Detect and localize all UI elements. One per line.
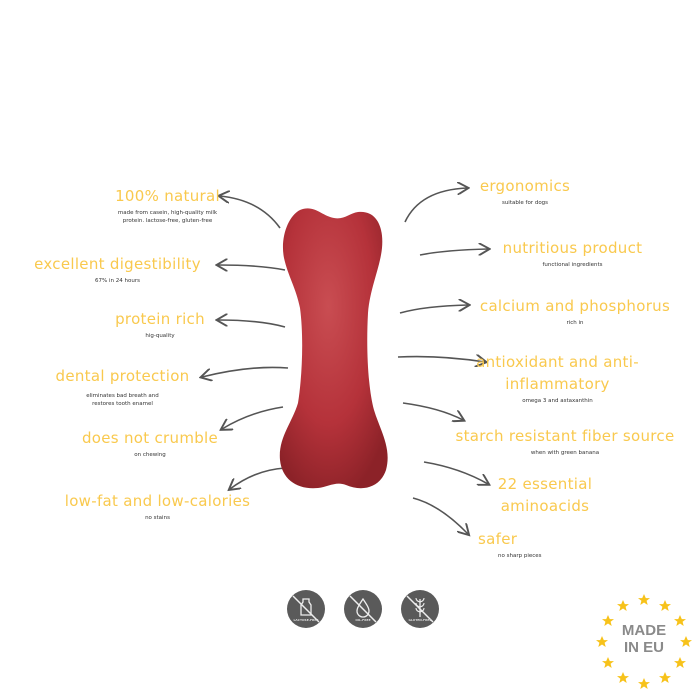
made-in-eu-text: MADE IN EU (594, 622, 694, 656)
oil-drop-crossed-icon (349, 595, 377, 623)
feature-title: dental protection (55, 367, 190, 385)
arrow-starch (402, 402, 463, 420)
feature-subtitle: no sharp pieces (498, 553, 542, 559)
feature-subtitle: on chewing (134, 452, 166, 458)
arrow-nutritious (419, 249, 488, 256)
arrow-aminoacids (423, 461, 488, 484)
free-from-badges: LACTOSE-FREE OIL-FREE GLUTEN-FREE (287, 590, 439, 628)
arrow-ergonomics (404, 188, 467, 223)
wheat-crossed-icon (406, 595, 434, 623)
eu-line-2: IN EU (623, 639, 664, 656)
eu-line-1: MADE (621, 622, 667, 639)
feature-protein-rich: protein rich hig-quality (100, 308, 220, 340)
milk-bottle-crossed-icon (292, 595, 320, 623)
arrow-dental (202, 366, 289, 377)
feature-calcium: calcium and phosphorus rich in (470, 295, 680, 327)
feature-subtitle: when with green banana (530, 450, 600, 456)
feature-100-natural: 100% natural made from casein, high-qual… (95, 185, 240, 225)
feature-aminoacids: 22 essential aminoacids (490, 473, 600, 517)
feature-title: antioxidant and anti-inflammatory (476, 353, 639, 393)
feature-title: protein rich (115, 310, 205, 328)
feature-title: 22 essential aminoacids (497, 475, 593, 515)
feature-ergonomics: ergonomics suitable for dogs (470, 175, 580, 207)
feature-subtitle: suitable for dogs (501, 200, 549, 206)
feature-dental-protection: dental protection eliminates bad breath … (40, 365, 205, 408)
arrow-safer (412, 497, 468, 534)
feature-title: calcium and phosphorus (479, 297, 671, 315)
feature-title: nutritious product (502, 239, 643, 257)
arrow-lowfat (230, 467, 286, 489)
badge-label: GLUTEN-FREE (408, 618, 432, 622)
badge-label: LACTOSE-FREE (293, 618, 319, 622)
feature-title: low-fat and low-calories (64, 492, 251, 510)
feature-nutritious: nutritious product functional ingredient… (490, 237, 655, 269)
feature-subtitle: functional ingredients (542, 262, 603, 268)
arrow-100-natural (220, 196, 281, 229)
arrow-crumble (222, 406, 284, 429)
arrow-antioxidant (397, 357, 485, 362)
badge-label: OIL-FREE (355, 618, 371, 622)
bone-product-image (279, 208, 388, 489)
feature-safer: safer no sharp pieces (470, 528, 565, 560)
feature-antioxidant: antioxidant and anti-inflammatory omega … (470, 351, 645, 405)
arrow-protein (218, 320, 286, 328)
feature-starch: starch resistant fiber source when with … (445, 425, 685, 457)
feature-title: 100% natural (115, 187, 220, 205)
feature-title: does not crumble (81, 429, 219, 447)
feature-digestibility: excellent digestibility 67% in 24 hours (25, 253, 210, 285)
feature-subtitle: eliminates bad breath and restores tooth… (86, 393, 159, 407)
made-in-eu-badge: MADE IN EU (594, 592, 694, 692)
feature-subtitle: 67% in 24 hours (95, 278, 140, 284)
oil-free-badge: OIL-FREE (344, 590, 382, 628)
feature-title: starch resistant fiber source (455, 427, 675, 445)
arrow-calcium (399, 305, 468, 314)
lactose-free-badge: LACTOSE-FREE (287, 590, 325, 628)
feature-subtitle: rich in (566, 320, 584, 326)
feature-subtitle: hig-quality (145, 333, 175, 339)
feature-title: ergonomics (479, 177, 571, 195)
feature-low-fat: low-fat and low-calories no stains (45, 490, 270, 522)
arrow-digestibility (218, 265, 286, 270)
feature-does-not-crumble: does not crumble on chewing (70, 427, 230, 459)
feature-title: safer (478, 530, 518, 548)
gluten-free-badge: GLUTEN-FREE (401, 590, 439, 628)
feature-title: excellent digestibility (34, 255, 201, 273)
feature-subtitle: omega 3 and astaxanthin (522, 398, 593, 404)
feature-subtitle: made from casein, high-quality milk prot… (117, 210, 218, 224)
feature-subtitle: no stains (145, 515, 170, 521)
